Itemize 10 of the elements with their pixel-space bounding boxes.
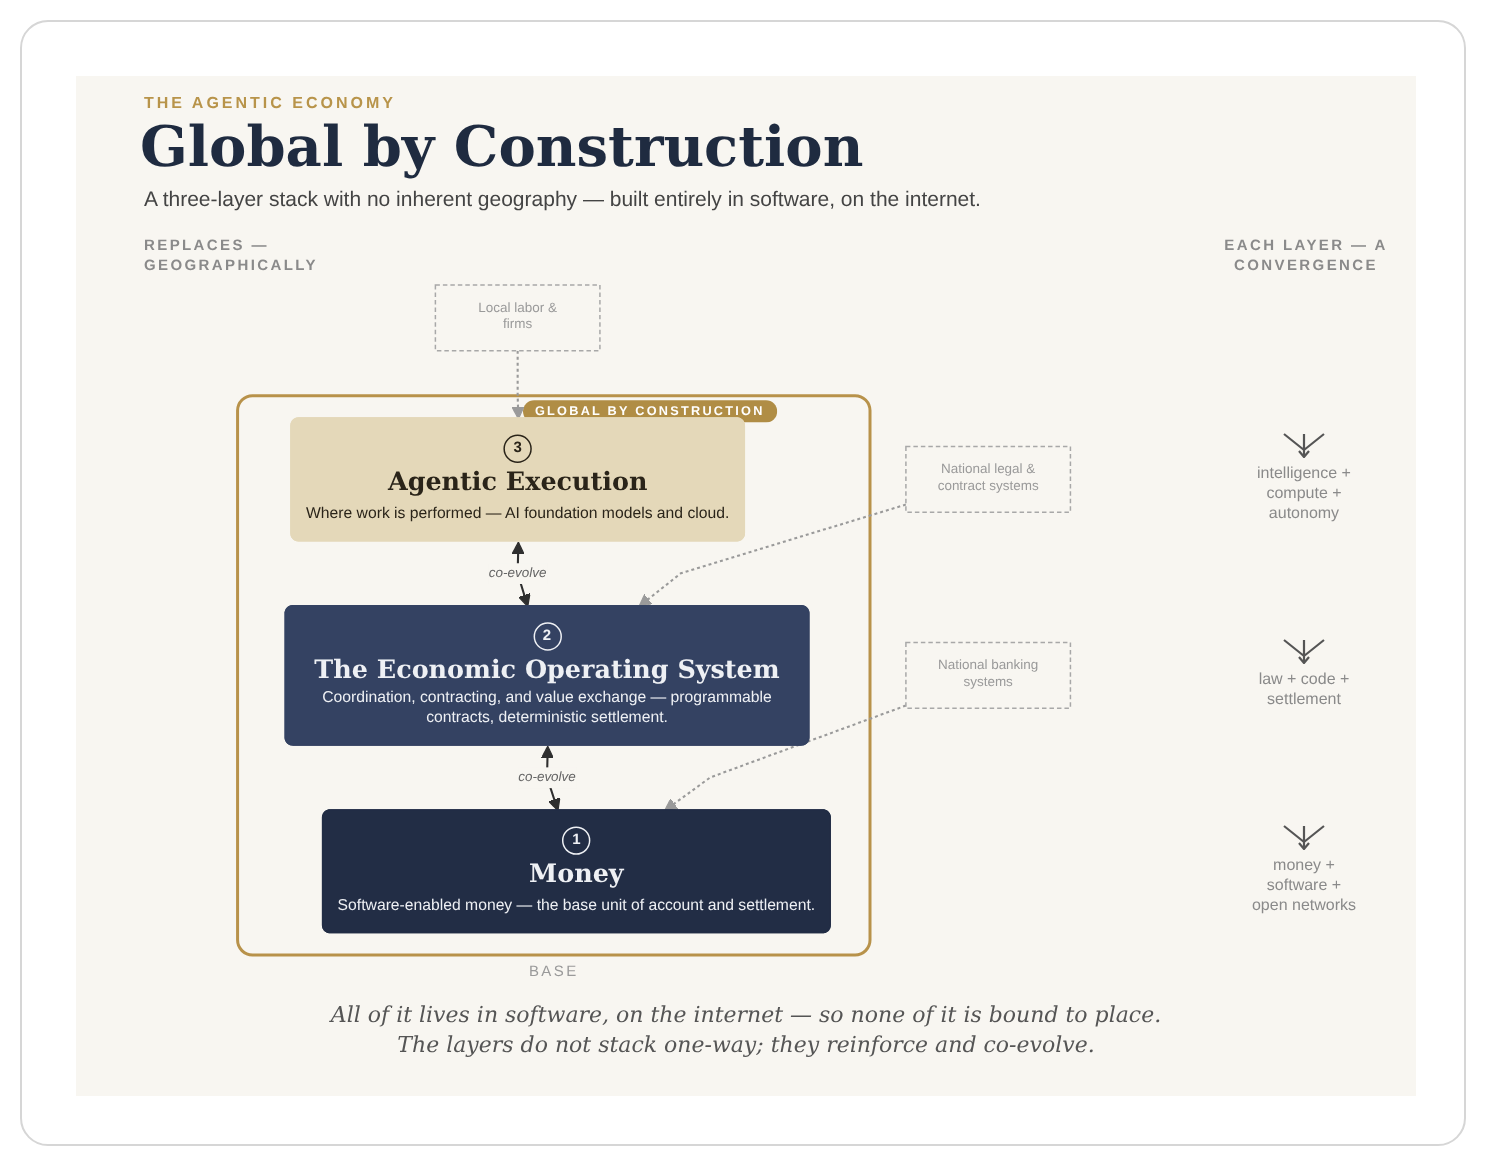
convergence-note: intelligence + compute + autonomy <box>1255 463 1353 524</box>
leader-arrow <box>638 503 907 608</box>
convergence-note: law + code + settlement <box>1256 669 1352 710</box>
caption: All of it lives in software, on the internet — so none of it is bound to place. The layers do not stack one-way; they reinforce and co-evolve. <box>327 1000 1164 1060</box>
leader-arrow <box>664 704 907 812</box>
diagram-title: Global by Construction <box>140 114 864 182</box>
leader-arrow <box>511 350 525 420</box>
subtitle: A three-layer stack with no inherent geography — built entirely in software, on the internet. <box>144 188 981 212</box>
eyebrow-label: THE AGENTIC ECONOMY <box>144 94 396 112</box>
convergence-note: money + software + open networks <box>1249 855 1359 916</box>
